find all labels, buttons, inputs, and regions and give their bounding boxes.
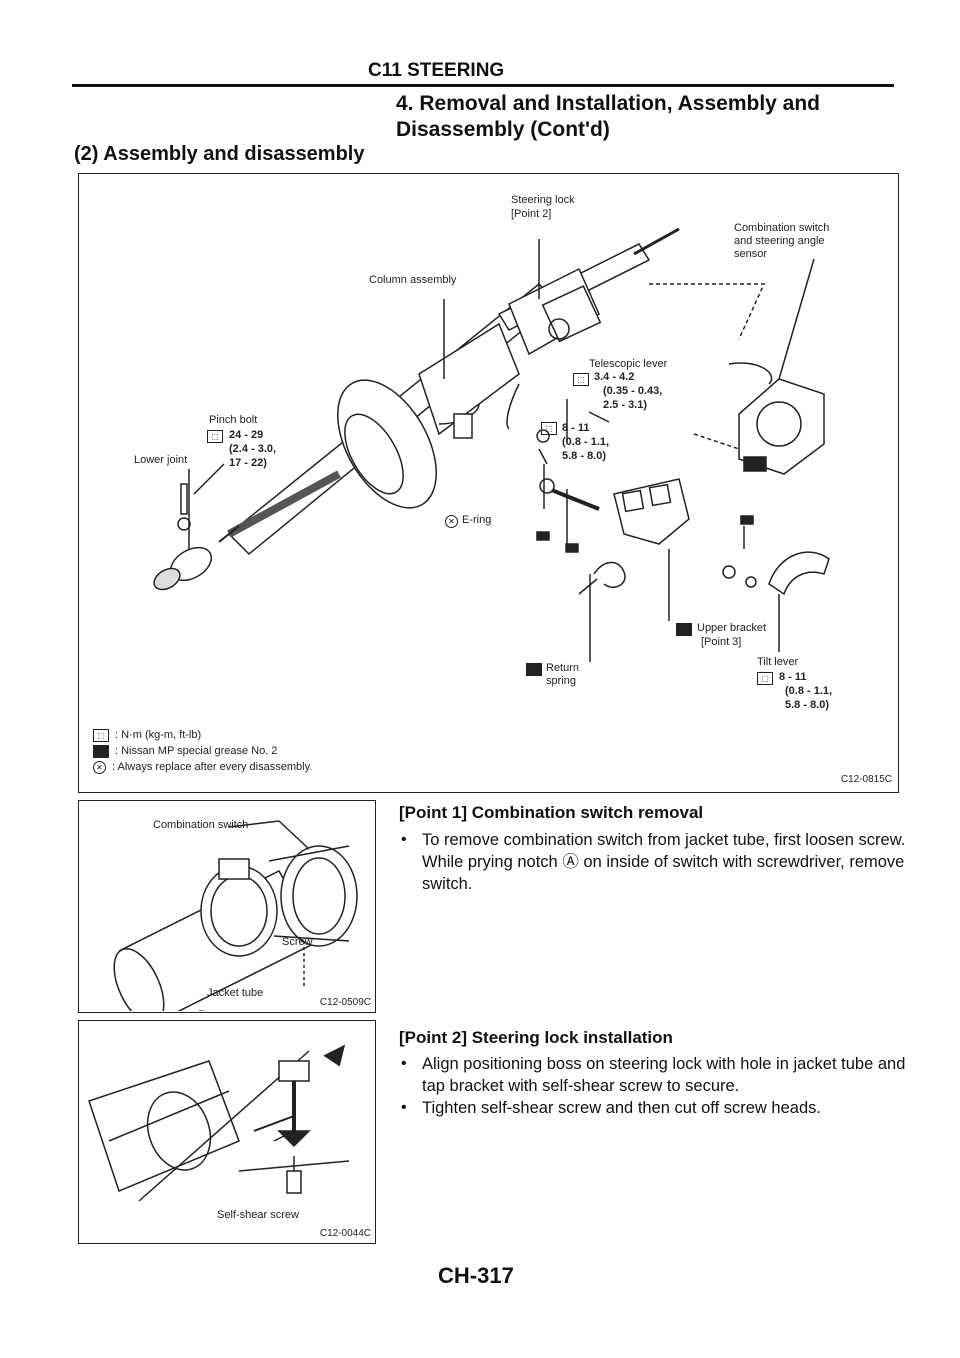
legend-item-torque: ⬚: N·m (kg-m, ft-lb) xyxy=(93,727,312,743)
label-return-spring-1: Return xyxy=(546,662,580,674)
grease-icon xyxy=(676,621,698,639)
torque-wrench-icon: ⬚ xyxy=(757,670,779,688)
label-pinch-bolt: Pinch bolt xyxy=(209,414,258,426)
subsection-title: (2) Assembly and disassembly xyxy=(74,143,365,165)
label-self-shear-screw: Self-shear screw xyxy=(217,1209,299,1221)
tel-torque-3: 2.5 - 3.1) xyxy=(603,399,648,411)
point2-bullets: Align positioning boss on steering lock … xyxy=(399,1053,914,1119)
point1-heading: [Point 1] Combination switch removal xyxy=(399,803,704,822)
list-item: Tighten self-shear screw and then cut of… xyxy=(399,1097,914,1119)
pinch-torque-3: 17 - 22) xyxy=(229,457,267,469)
mid-torque-2: (0.8 - 1.1, xyxy=(562,436,610,448)
label-upper-bracket: Upper bracket xyxy=(697,622,767,634)
label-lower-joint: Lower joint xyxy=(134,454,188,466)
grease-icon xyxy=(93,744,109,758)
label-point2: [Point 2] xyxy=(511,208,552,220)
torque-wrench-icon: ⬚ xyxy=(541,420,563,438)
pinch-torque-2: (2.4 - 3.0, xyxy=(229,443,277,455)
pinch-torque-1: 24 - 29 xyxy=(229,429,264,441)
figure-combination-switch: Combination switch Screw Jacket tube C12… xyxy=(78,800,376,1013)
point1-bullets: To remove combination switch from jacket… xyxy=(399,829,914,895)
list-item: Align positioning boss on steering lock … xyxy=(399,1053,914,1097)
label-jacket-tube: Jacket tube xyxy=(207,987,264,999)
tel-torque-1: 3.4 - 4.2 xyxy=(594,371,635,383)
torque-wrench-icon: ⬚ xyxy=(573,371,595,389)
torque-wrench-icon: ⬚ xyxy=(207,428,229,446)
header-rule xyxy=(72,84,894,87)
figure2-code: C12-0509C xyxy=(319,997,371,1008)
legend-item-grease: : Nissan MP special grease No. 2 xyxy=(93,743,312,759)
label-combination-switch-2: and steering angle xyxy=(734,235,825,247)
tel-torque-2: (0.35 - 0.43, xyxy=(603,385,663,397)
figure-code: C12-0815C xyxy=(840,774,892,785)
steering-column-illustration xyxy=(153,227,830,662)
label-steering-lock: Steering lock xyxy=(511,194,575,206)
page-title-line2: Disassembly (Cont'd) xyxy=(396,118,610,141)
label-e-ring: E-ring xyxy=(462,514,492,526)
page-title: 4. Removal and Installation, Assembly an… xyxy=(396,92,821,115)
figure3-code: C12-0044C xyxy=(319,1228,371,1239)
section-title: C11 STEERING xyxy=(368,60,505,81)
mid-torque-3: 5.8 - 8.0) xyxy=(562,450,607,462)
legend: ⬚: N·m (kg-m, ft-lb) : Nissan MP special… xyxy=(93,727,312,775)
label-tilt-lever: Tilt lever xyxy=(757,656,799,668)
replace-icon: ✕ xyxy=(445,513,464,531)
legend-item-replace: ✕: Always replace after every disassembl… xyxy=(93,759,312,775)
mid-torque-1: 8 - 11 xyxy=(562,422,590,434)
label-combination-switch-1: Combination switch xyxy=(734,222,830,234)
label-combination-switch: Combination switch xyxy=(153,819,249,831)
replace-icon: ✕ xyxy=(93,760,106,774)
page-number: CH-317 xyxy=(438,1263,514,1288)
tilt-torque-1: 8 - 11 xyxy=(779,671,807,683)
figure-self-shear-screw: Self-shear screw C12-0044C xyxy=(78,1020,376,1244)
tilt-torque-2: (0.8 - 1.1, xyxy=(785,685,833,697)
list-item: To remove combination switch from jacket… xyxy=(399,829,914,895)
grease-icon xyxy=(526,661,548,679)
label-column-assembly: Column assembly xyxy=(369,274,457,286)
label-point3: [Point 3] xyxy=(701,636,742,648)
label-combination-switch-3: sensor xyxy=(734,248,768,260)
combination-switch-illustration xyxy=(113,820,358,1011)
point2-heading: [Point 2] Steering lock installation xyxy=(399,1028,673,1047)
main-figure: Steering lock [Point 2] Combination swit… xyxy=(78,173,899,793)
label-screw: Screw xyxy=(282,936,313,948)
label-telescopic-lever: Telescopic lever xyxy=(589,358,668,370)
torque-wrench-icon: ⬚ xyxy=(93,728,109,742)
self-shear-screw-illustration xyxy=(88,1044,350,1202)
label-return-spring-2: spring xyxy=(546,675,576,687)
tilt-torque-3: 5.8 - 8.0) xyxy=(785,699,830,711)
